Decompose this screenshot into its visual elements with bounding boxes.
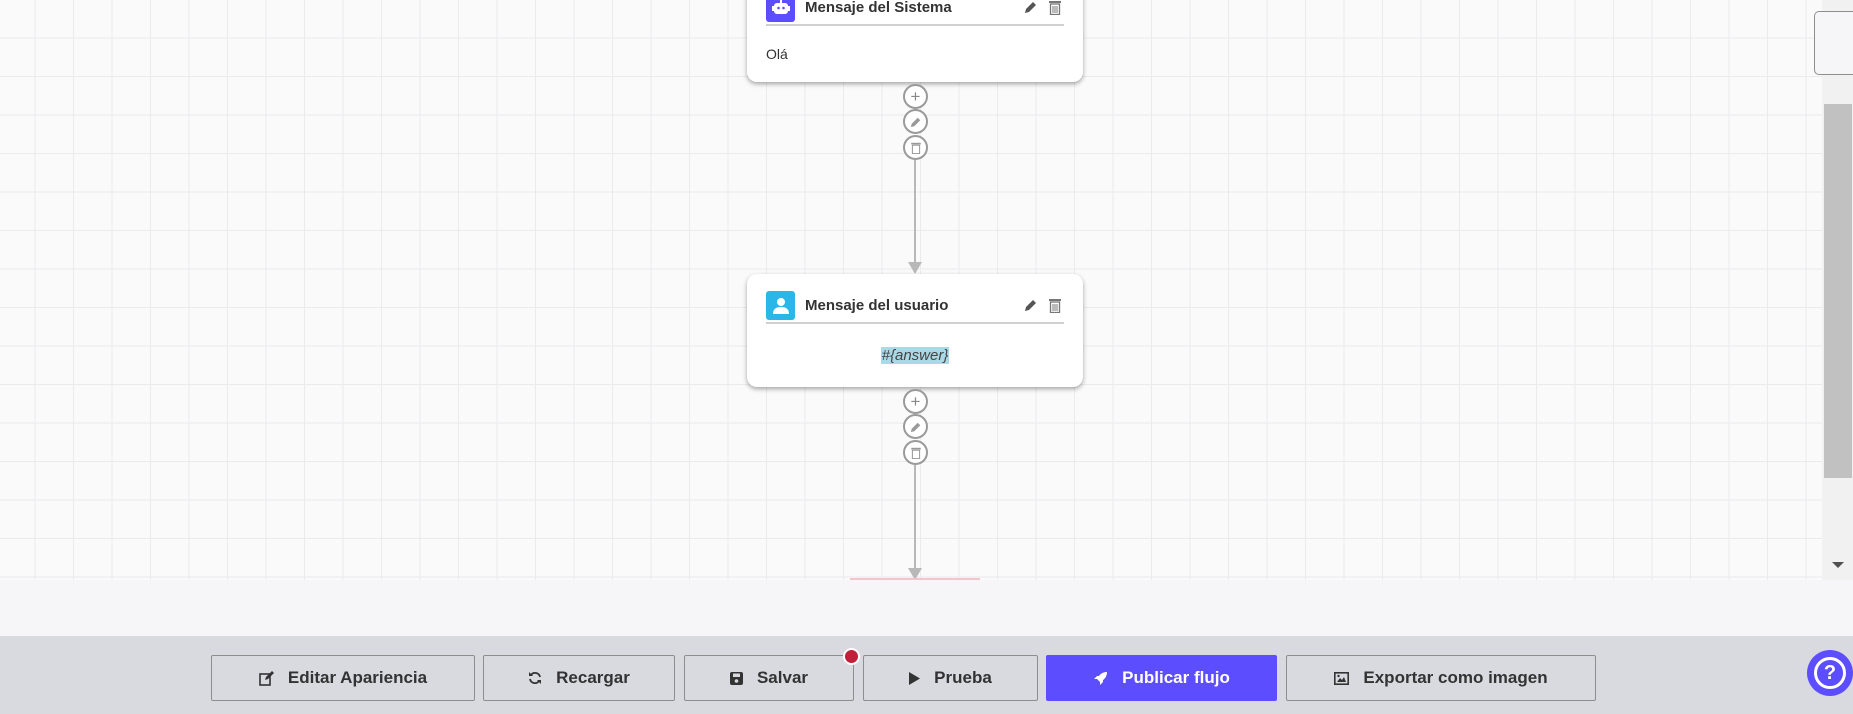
pencil-icon [910,422,920,432]
refresh-icon [529,672,542,684]
answer-variable: #{answer} [880,347,950,364]
button-label: Publicar flujo [1122,668,1230,687]
node-title: Mensaje del usuario [805,296,949,314]
image-icon [1334,671,1350,685]
publish-flow-button[interactable]: Publicar flujo [1046,655,1277,701]
connector-line [914,465,916,570]
bottom-toolbar: Editar Apariencia Recargar Salvar Prueba… [0,636,1853,714]
vertical-scrollbar[interactable] [1822,0,1853,580]
scrollbar-thumb[interactable] [1824,104,1852,478]
node-header: Mensaje del usuario [766,288,1064,324]
edit-icon [259,670,274,686]
reload-button[interactable]: Recargar [483,655,675,701]
trash-icon [910,447,921,459]
delete-connection-button[interactable] [903,135,928,160]
node-header: Mensaje del Sistema [766,0,1064,26]
pencil-icon [910,117,920,127]
node-body: Olá [766,46,788,62]
test-button[interactable]: Prueba [863,655,1038,701]
export-image-button[interactable]: Exportar como imagen [1286,655,1596,701]
delete-connection-button[interactable] [903,440,928,465]
connector-line [914,160,916,264]
edit-connection-button[interactable] [903,414,928,439]
button-label: Prueba [934,668,992,687]
user-icon [766,290,795,320]
pencil-icon[interactable] [1022,296,1040,314]
pencil-icon[interactable] [1022,0,1040,16]
button-label: Salvar [756,668,809,687]
scroll-down-arrow[interactable] [1832,562,1844,568]
minimap-toggle[interactable] [1814,11,1853,75]
edit-appearance-button[interactable]: Editar Apariencia [211,655,475,701]
rocket-icon [1094,671,1108,685]
add-step-button[interactable]: + [903,389,928,414]
robot-icon [766,0,795,22]
save-icon [729,671,743,685]
trash-icon [910,142,921,154]
button-label: Exportar como imagen [1363,668,1548,687]
play-icon [909,671,921,685]
save-button[interactable]: Salvar [684,655,854,701]
next-node-edge [850,578,980,580]
trash-icon[interactable] [1046,0,1064,16]
help-button[interactable]: ? [1807,650,1853,696]
question-icon: ? [1814,657,1846,689]
system-message-node[interactable]: Mensaje del Sistema Olá [747,0,1083,82]
unsaved-changes-dot [843,648,860,665]
user-message-node[interactable]: Mensaje del usuario #{answer} [747,274,1083,387]
connector-arrow [908,568,922,580]
add-step-button[interactable]: + [903,84,928,109]
node-title: Mensaje del Sistema [805,0,952,16]
flow-canvas[interactable]: Mensaje del Sistema Olá + Mensaje del us… [0,0,1822,580]
edit-connection-button[interactable] [903,109,928,134]
connector-arrow [908,262,922,274]
button-label: Editar Apariencia [287,668,428,687]
button-label: Recargar [556,668,630,687]
trash-icon[interactable] [1046,296,1064,314]
